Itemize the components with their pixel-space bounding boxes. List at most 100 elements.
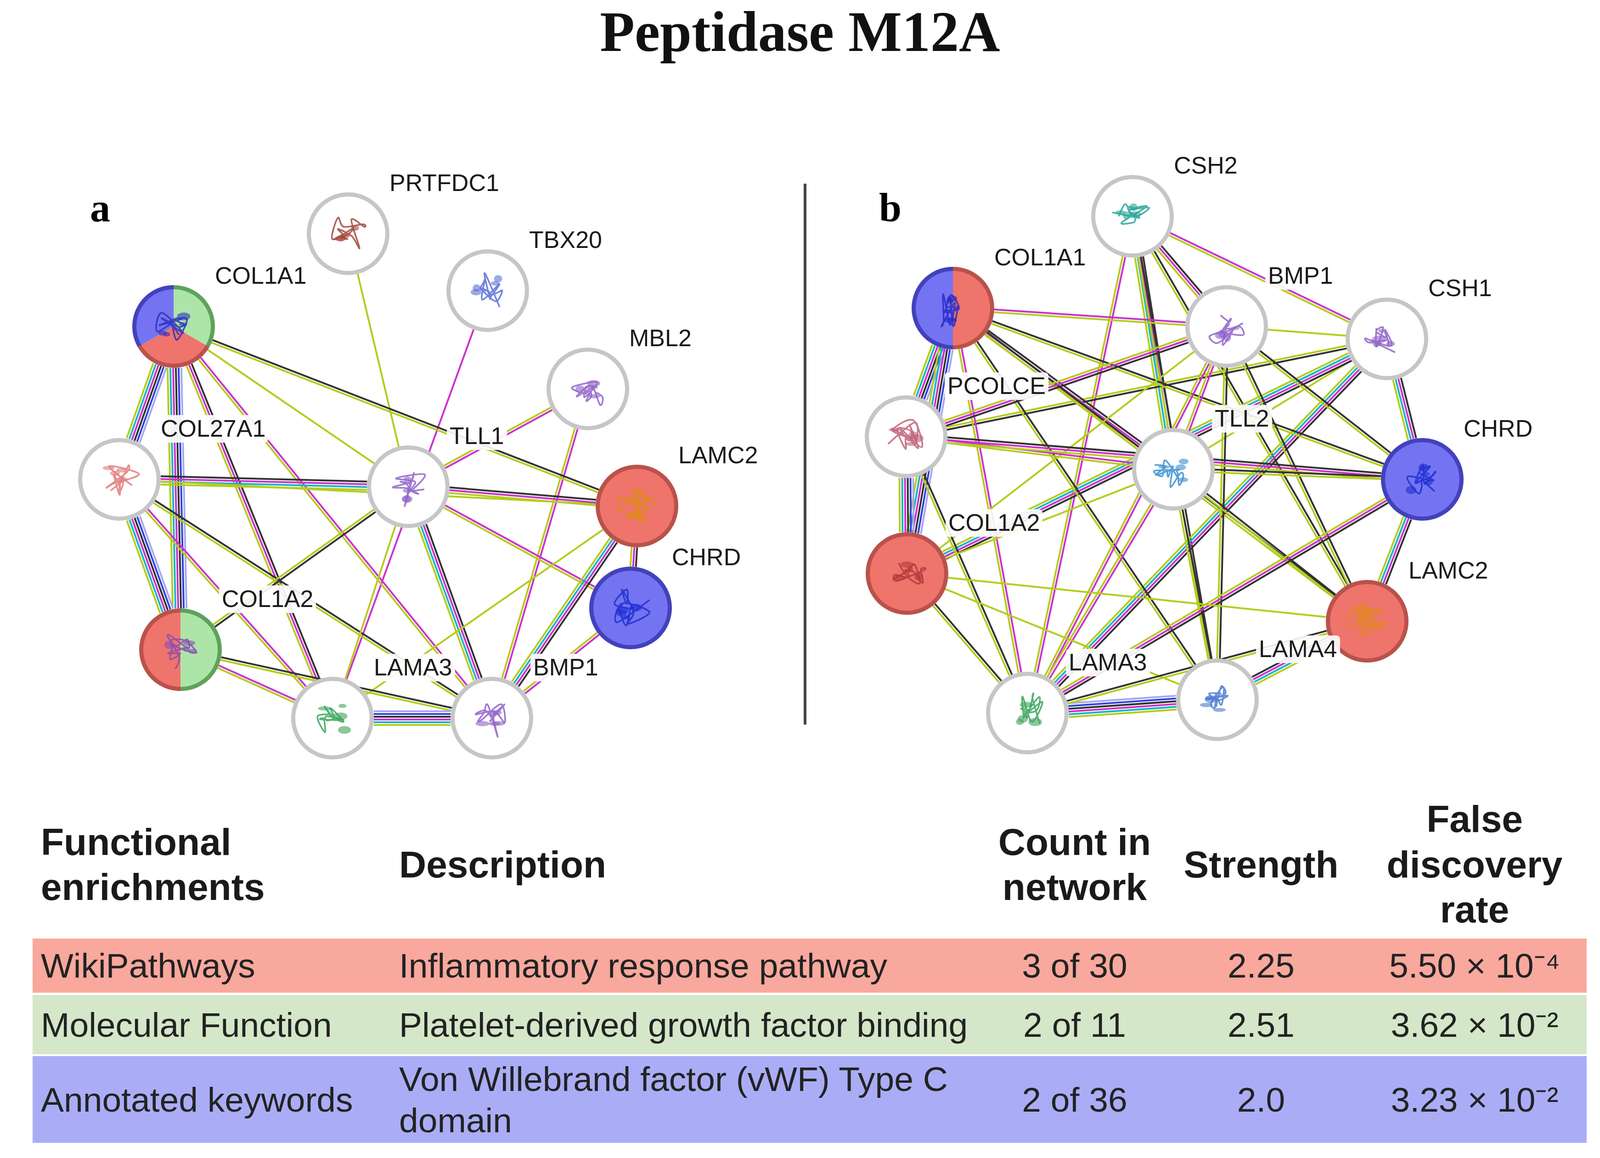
edge-strand <box>633 547 635 567</box>
edge-strand <box>1380 517 1407 583</box>
edge-strand <box>947 440 1133 463</box>
interaction-edge <box>366 529 603 695</box>
interaction-edge <box>153 500 458 698</box>
interaction-edge <box>1267 329 1347 336</box>
node-label: COL1A2 <box>219 585 316 614</box>
table-cell: Von Willebrand factor (vWF) Type C domai… <box>399 1056 997 1144</box>
edge-strand <box>1053 366 1356 681</box>
node-circle <box>865 532 949 615</box>
edge-strand <box>213 509 374 625</box>
table-cell: WikiPathways <box>40 938 390 993</box>
protein-node: COL27A1 <box>78 438 161 521</box>
table-text: 5.50 × 10⁻⁴ <box>1389 945 1561 987</box>
table-cell: 2.51 <box>1169 995 1353 1055</box>
table-text: 2.0 <box>1237 1079 1285 1121</box>
protein-node: LAMA3 <box>291 676 374 760</box>
protein-node: LAMA4 <box>1176 658 1259 742</box>
node-circle <box>446 249 530 333</box>
edge-strand <box>1383 518 1409 584</box>
edge-strand <box>445 410 553 469</box>
edge-strand <box>1392 379 1409 440</box>
edge-strand <box>444 507 594 590</box>
node-circle <box>1345 297 1429 381</box>
edge-strand <box>449 490 597 503</box>
protein-node: COL1A1 <box>132 285 215 368</box>
protein-node: CHRD <box>1380 438 1464 521</box>
table-cell: Annotated keywords <box>40 1056 390 1144</box>
protein-node: CHRD <box>589 566 672 650</box>
table-text: Description <box>399 842 607 888</box>
node-label: CHRD <box>669 543 744 572</box>
node-label: COL27A1 <box>157 415 269 443</box>
edge-strand <box>994 309 1186 323</box>
edge-strand <box>913 344 933 396</box>
node-label: CHRD <box>1460 415 1536 443</box>
node-circle <box>864 395 948 479</box>
table-text: Platelet-derived growth factor binding <box>399 1004 968 1046</box>
interaction-edge <box>899 478 914 533</box>
node-label: LAMC2 <box>1405 557 1491 585</box>
table-text: Inflammatory response pathway <box>399 945 888 987</box>
node-label: COL1A1 <box>991 243 1089 272</box>
edge-strand <box>449 487 597 501</box>
table-text: Von Willebrand factor (vWF) Type C domai… <box>399 1058 997 1142</box>
edge-strand <box>198 359 465 688</box>
table-text: Functional enrichments <box>40 819 326 911</box>
edge-strand <box>207 349 374 464</box>
interaction-edge <box>207 349 374 464</box>
table-cell: 3 of 30 <box>978 938 1172 993</box>
interaction-edge <box>630 546 638 567</box>
table-cell: False discovery rate <box>1373 795 1576 934</box>
edge-strand <box>944 337 1187 421</box>
panel-letter: b <box>878 185 902 231</box>
edge-strand <box>132 518 166 612</box>
edge-strand <box>1267 329 1347 336</box>
panel-letter-box: b <box>878 182 939 234</box>
edge-strand <box>1179 510 1209 660</box>
edge-strand <box>901 478 904 533</box>
edge-strand <box>153 502 457 698</box>
protein-node: TBX20 <box>446 249 530 333</box>
node-label: LAMA4 <box>1256 635 1341 664</box>
edge-strand <box>945 589 1179 685</box>
edge-strand <box>373 724 451 727</box>
edge-strand <box>1395 379 1411 440</box>
edge-strand <box>129 519 163 613</box>
protein-node: CSH2 <box>1091 174 1174 258</box>
interaction-edge <box>198 357 467 688</box>
table-text: Count in network <box>978 819 1172 911</box>
protein-node: LAMA3 <box>985 671 1069 755</box>
edge-strand <box>1134 257 1163 429</box>
table-cell: 3.23 × 10⁻² <box>1373 1056 1576 1144</box>
edge-strand <box>942 353 1348 552</box>
table-text: 3.62 × 10⁻² <box>1391 1004 1559 1046</box>
edge-strand <box>1049 505 1154 679</box>
node-circle <box>589 566 672 650</box>
table-row-band <box>32 938 1587 993</box>
table-cell: Functional enrichments <box>40 795 326 934</box>
edge-strand <box>444 407 552 466</box>
table-cell: 2.25 <box>1169 938 1353 993</box>
interaction-edge <box>948 577 1327 617</box>
edge-strand <box>1137 257 1166 429</box>
node-circle <box>450 676 534 760</box>
edge-strand <box>1378 516 1404 582</box>
table-text: Strength <box>1183 842 1339 888</box>
edge-strand <box>373 710 451 713</box>
protein-node: PRTFDC1 <box>306 192 390 276</box>
node-circle <box>366 445 450 529</box>
node-label: TLL1 <box>446 422 508 451</box>
table-cell: Platelet-derived growth factor binding <box>399 995 997 1055</box>
node-circle <box>985 671 1069 755</box>
node-label: CSH1 <box>1425 274 1495 303</box>
node-circle <box>306 192 390 276</box>
node-circle <box>132 285 215 368</box>
node-circle <box>1185 285 1268 368</box>
node-circle <box>78 438 161 521</box>
interaction-edge <box>449 487 597 506</box>
node-label: LAMA3 <box>371 653 456 682</box>
figure-title-box: Peptidase M12A <box>0 3 1600 61</box>
protein-node: PCOLCE <box>864 395 948 479</box>
edge-strand <box>1186 364 1212 430</box>
node-circle <box>1132 428 1215 511</box>
